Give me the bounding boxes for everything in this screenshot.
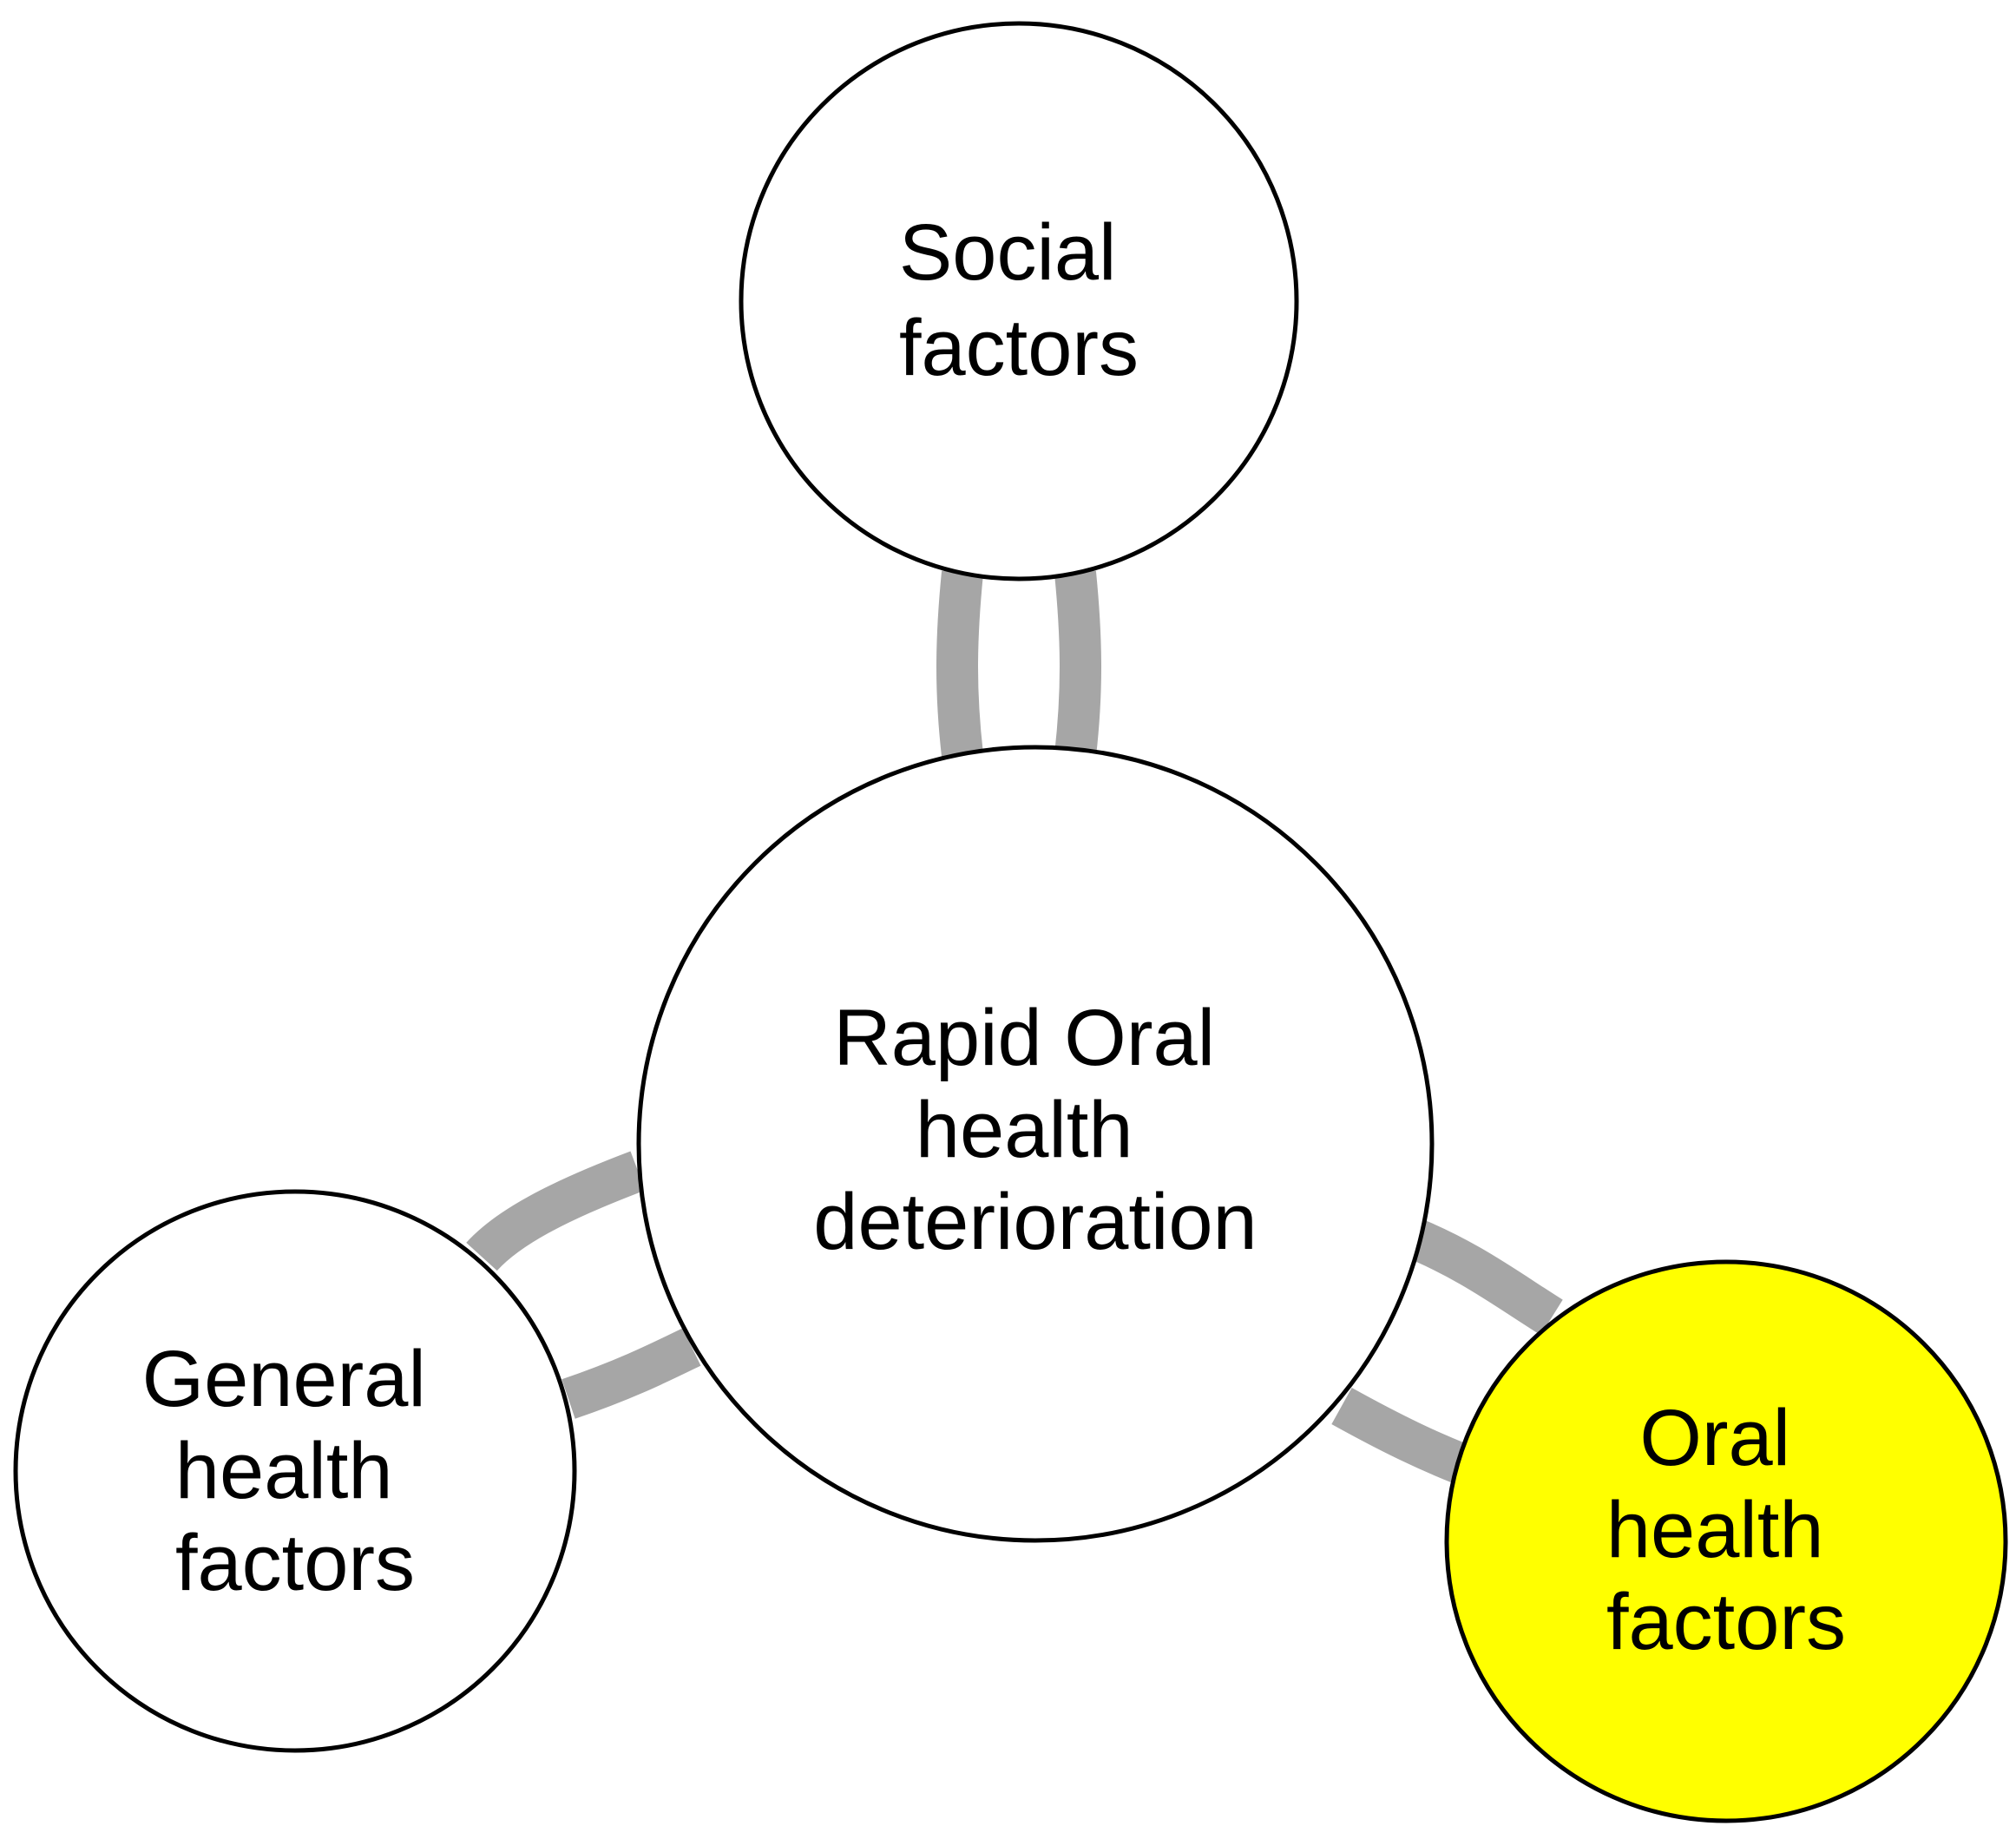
node-center-label-line: Rapid Oral — [833, 994, 1215, 1082]
node-general-label-line: factors — [175, 1519, 415, 1607]
node-center-label-line: deterioration — [813, 1178, 1257, 1266]
node-oral-label: Oral health factors — [1606, 1394, 1846, 1666]
node-social-label-line: Social — [899, 208, 1117, 297]
node-general-circle — [13, 1189, 577, 1753]
node-general: General health factors — [13, 1189, 577, 1753]
connector-general-lower-band — [561, 1328, 701, 1419]
node-general-label-line: health — [175, 1427, 393, 1515]
node-general-label: General health factors — [142, 1335, 449, 1607]
node-social-circle — [739, 21, 1299, 581]
node-center-label: Rapid Oral health deterioration — [813, 994, 1257, 1266]
node-oral: Oral health factors — [1444, 1259, 2008, 1823]
connector-social-right-band — [1054, 570, 1101, 758]
node-center-label-line: health — [916, 1086, 1133, 1174]
node-oral-circle — [1444, 1259, 2008, 1823]
node-social-label: Social factors — [899, 208, 1139, 392]
node-general-label-line: General — [142, 1335, 426, 1423]
node-oral-label-line: health — [1606, 1486, 1824, 1574]
node-center: Rapid Oral health deterioration — [636, 745, 1435, 1543]
node-oral-label-line: factors — [1606, 1578, 1846, 1666]
connector-general-upper-band — [466, 1151, 646, 1271]
node-social: Social factors — [739, 21, 1299, 581]
node-center-circle — [636, 745, 1435, 1543]
connector-social-left-band — [936, 570, 983, 758]
node-oral-label-line: Oral — [1639, 1394, 1790, 1482]
connector-oral-upper-band — [1398, 1215, 1563, 1336]
node-social-label-line: factors — [899, 304, 1139, 392]
connectors — [466, 570, 1563, 1491]
